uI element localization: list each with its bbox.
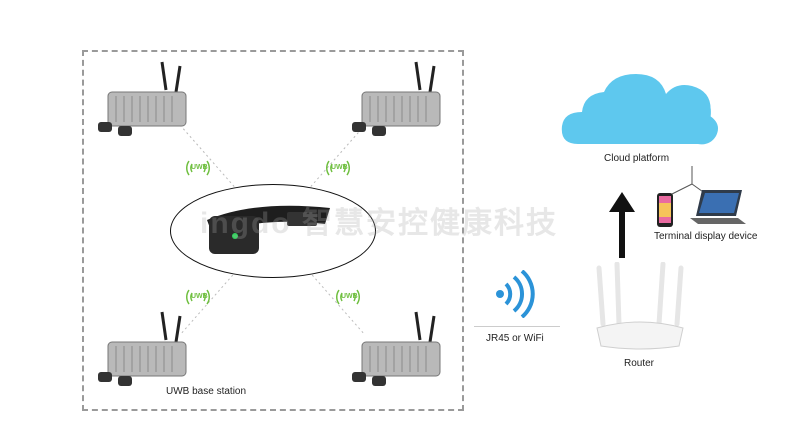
uwb-signal-badge: UWB	[183, 153, 213, 183]
uwb-badge-text: UWB	[191, 293, 208, 300]
uwb-badge-text: UWB	[341, 293, 358, 300]
wristband-tag-icon	[207, 205, 330, 254]
positioning-area-border	[82, 50, 464, 411]
uwb-base-station-top-left	[96, 60, 196, 140]
uwb-signal-badge: UWB	[183, 282, 213, 312]
router-icon	[596, 262, 684, 350]
uwb-base-station-icon	[98, 311, 187, 386]
uwb-badge-text: UWB	[331, 164, 348, 171]
uwb-signal-badge: UWB	[333, 282, 363, 312]
base-station-label: UWB base station	[166, 386, 247, 397]
up-arrow-icon	[609, 192, 635, 258]
uwb-base-station-icon	[352, 311, 441, 386]
link-line	[474, 326, 560, 327]
uwb-signal-badge: UWB	[323, 153, 353, 183]
router-label: Router	[624, 358, 655, 369]
cloud-icon	[561, 74, 718, 145]
terminal-label: Terminal display device	[654, 231, 758, 242]
wristband-tag-ellipse	[170, 184, 376, 278]
watermark: ingdo 智慧安控健康科技	[200, 207, 558, 240]
link-label: JR45 or WiFi	[486, 333, 544, 344]
uwb-base-station-bottom-right	[350, 310, 450, 390]
laptop-icon	[690, 190, 746, 224]
cloud-label: Cloud platform	[604, 153, 670, 164]
uwb-base-station-icon	[352, 61, 441, 136]
uwb-base-station-icon	[98, 61, 187, 136]
smartphone-icon	[657, 193, 673, 227]
uwb-base-station-bottom-left	[96, 310, 196, 390]
uwb-badge-text: UWB	[191, 164, 208, 171]
wifi-signal-icon	[496, 270, 535, 318]
uwb-base-station-top-right	[350, 60, 450, 140]
